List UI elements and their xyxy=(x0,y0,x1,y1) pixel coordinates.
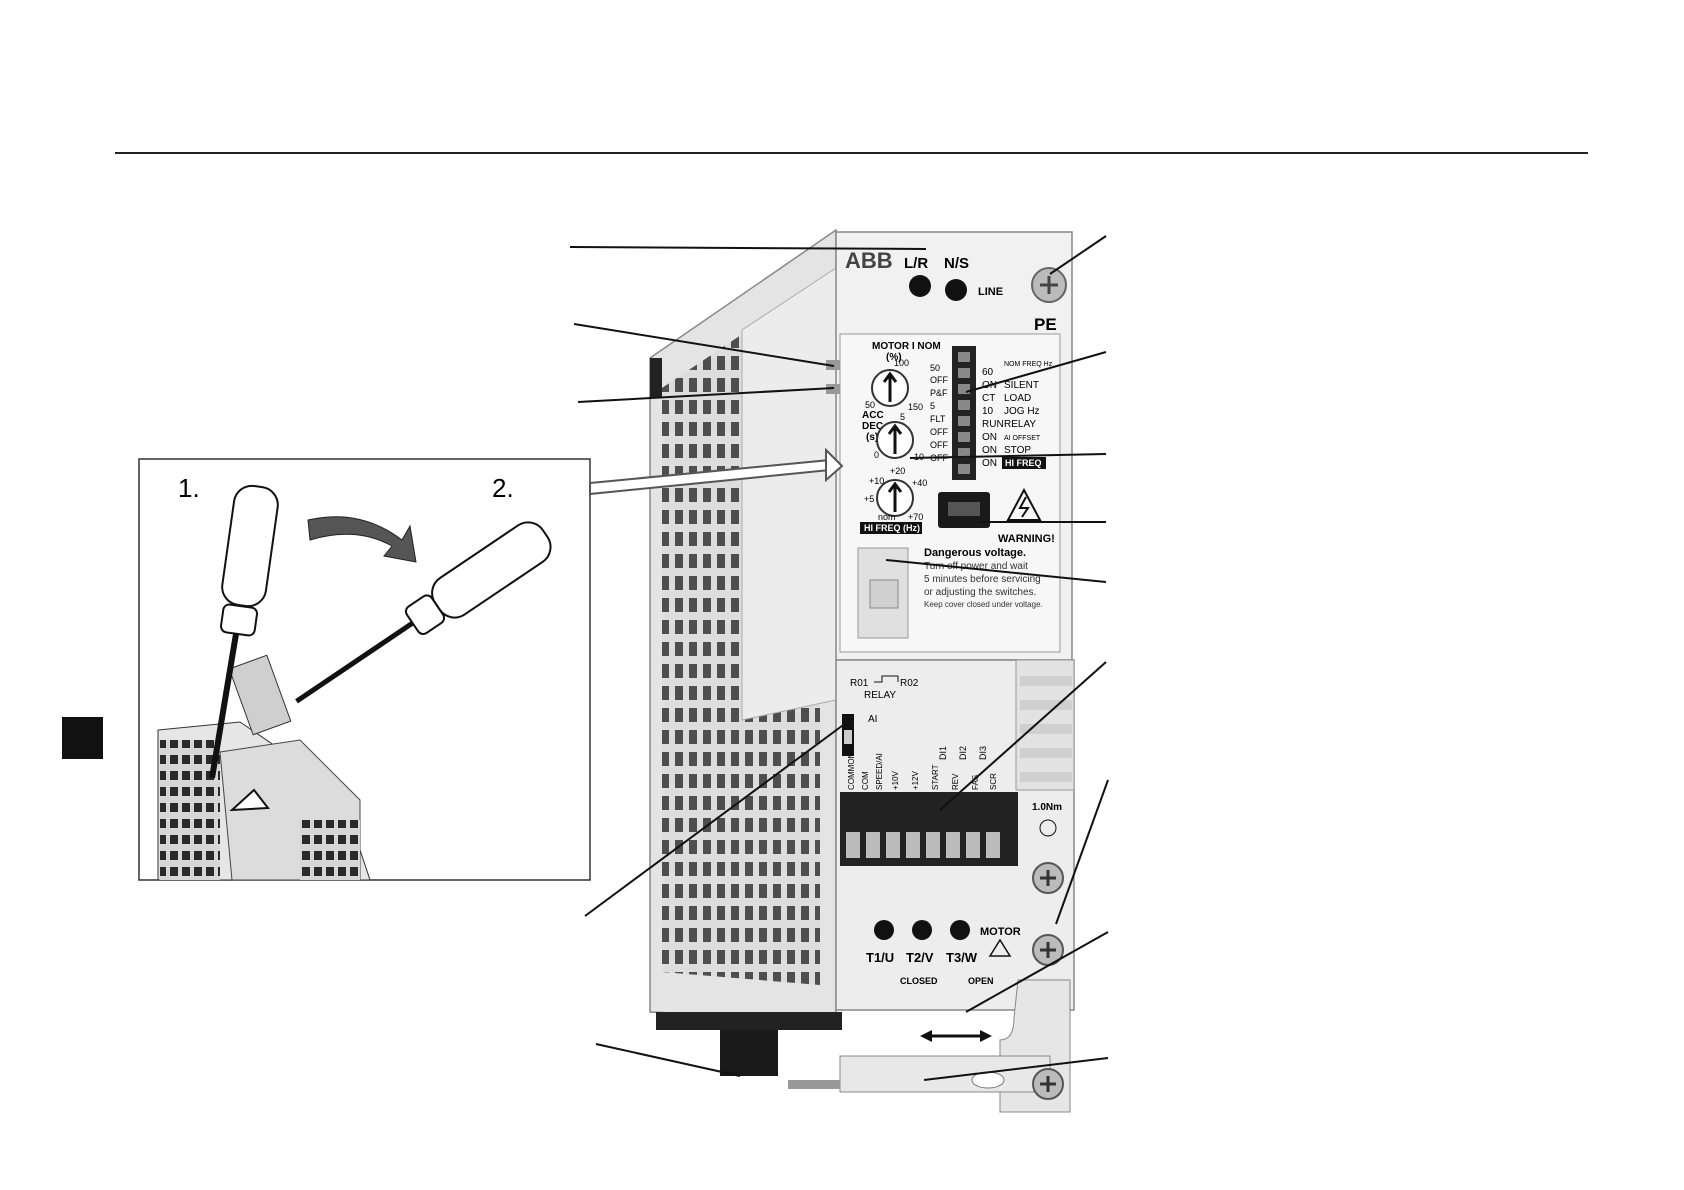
motor-warning-icon xyxy=(988,938,1012,957)
svg-text:STOP: STOP xyxy=(1004,445,1031,456)
svg-text:DI1: DI1 xyxy=(938,746,948,760)
terminal-t2-icon xyxy=(912,920,932,940)
svg-text:LOAD: LOAD xyxy=(1004,393,1031,404)
dip-switch-block xyxy=(952,346,976,480)
inset-warning-icon xyxy=(229,788,270,812)
cable-clamp xyxy=(839,1055,1051,1093)
svg-text:(s): (s) xyxy=(866,432,878,443)
led-ns-label: N/S xyxy=(944,255,969,272)
svg-text:OFF: OFF xyxy=(930,440,948,450)
danger-title: Dangerous voltage. xyxy=(924,547,1026,559)
svg-text:50: 50 xyxy=(930,363,940,373)
screwdriver-1-icon xyxy=(209,484,279,779)
hi-freq-hz-label: HI FREQ (Hz) xyxy=(864,523,920,533)
svg-text:ON: ON xyxy=(982,432,997,443)
svg-text:T3/W: T3/W xyxy=(946,950,978,965)
svg-text:RELAY: RELAY xyxy=(1004,419,1036,430)
inset-cover-latch xyxy=(228,654,292,736)
svg-text:REV: REV xyxy=(951,773,960,790)
svg-text:CLOSED: CLOSED xyxy=(900,976,938,986)
svg-text:Keep cover closed under voltag: Keep cover closed under voltage. xyxy=(924,600,1043,609)
callout-leader-lines xyxy=(569,235,1109,1081)
svg-text:HI FREQ: HI FREQ xyxy=(1005,458,1042,468)
svg-text:5 minutes before servicing: 5 minutes before servicing xyxy=(924,574,1041,585)
svg-text:AI: AI xyxy=(868,714,877,725)
svg-text:FAS: FAS xyxy=(971,775,980,790)
svg-text:10: 10 xyxy=(982,406,994,417)
abb-logo: ABB xyxy=(845,248,893,273)
step-2-label: 2. xyxy=(492,473,514,503)
led-lr-indicator xyxy=(909,275,931,297)
svg-text:CT: CT xyxy=(982,393,995,404)
svg-text:0: 0 xyxy=(874,450,879,460)
svg-text:AI OFFSET: AI OFFSET xyxy=(1004,435,1041,442)
header-rule xyxy=(115,152,1588,154)
terminal-t1-icon xyxy=(874,920,894,940)
svg-text:P&F: P&F xyxy=(930,388,948,398)
svg-text:R02: R02 xyxy=(900,678,919,689)
svg-text:5: 5 xyxy=(900,412,905,422)
svg-text:SILENT: SILENT xyxy=(1004,380,1039,391)
motor-label: MOTOR xyxy=(980,926,1021,938)
top-panel: ABB L/R N/S LINE PE xyxy=(845,248,1067,334)
svg-text:ON: ON xyxy=(982,458,997,469)
svg-text:NOM FREQ Hz: NOM FREQ Hz xyxy=(1004,361,1053,368)
svg-text:SPEED/AI: SPEED/AI xyxy=(875,753,884,790)
torque-label: 1.0Nm xyxy=(1032,802,1062,813)
svg-text:SCR: SCR xyxy=(989,773,998,790)
svg-text:OFF: OFF xyxy=(930,427,948,437)
svg-text:150: 150 xyxy=(908,402,923,412)
chapter-tab-marker xyxy=(62,717,103,759)
rotate-arrow-icon xyxy=(307,516,417,563)
svg-text:60: 60 xyxy=(982,367,994,378)
svg-text:DI3: DI3 xyxy=(978,746,988,760)
svg-text:+20: +20 xyxy=(890,466,905,476)
svg-text:COM: COM xyxy=(861,771,870,790)
svg-text:ACC: ACC xyxy=(862,410,884,421)
svg-text:DEC: DEC xyxy=(862,421,883,432)
svg-text:T1/U: T1/U xyxy=(866,950,894,965)
svg-text:T2/V: T2/V xyxy=(906,950,934,965)
svg-text:(%): (%) xyxy=(886,352,902,363)
warning-label: WARNING! xyxy=(998,533,1055,545)
svg-text:RELAY: RELAY xyxy=(864,690,896,701)
control-panel: MOTOR I NOM (%) 100 50 150 ACC DEC (s) 5… xyxy=(826,333,1061,653)
motor-inom-label: MOTOR I NOM xyxy=(872,341,941,352)
io-section: R01 R02 RELAY AI DI1 DI2 DI3 COMMON COM … xyxy=(788,675,1071,1113)
svg-text:+70: +70 xyxy=(908,512,923,522)
svg-text:OFF: OFF xyxy=(930,375,948,385)
svg-text:OPEN: OPEN xyxy=(968,976,994,986)
svg-text:5: 5 xyxy=(930,401,935,411)
svg-text:+12V: +12V xyxy=(911,770,920,790)
terminal-t3-icon xyxy=(950,920,970,940)
svg-text:START: START xyxy=(931,764,940,790)
screwdriver-2-icon xyxy=(295,521,552,704)
svg-text:+40: +40 xyxy=(912,478,927,488)
led-ns-indicator xyxy=(945,279,967,301)
led-lr-label: L/R xyxy=(904,255,928,272)
svg-text:nom: nom xyxy=(878,512,896,522)
step-1-label: 1. xyxy=(178,473,200,503)
svg-text:+10: +10 xyxy=(869,476,884,486)
svg-text:COMMON: COMMON xyxy=(847,752,856,790)
svg-text:50: 50 xyxy=(865,400,875,410)
svg-text:or adjusting the switches.: or adjusting the switches. xyxy=(924,587,1036,598)
inset-figure: 1. 2. xyxy=(138,458,591,881)
ground-symbol-icon xyxy=(1039,819,1057,837)
warning-triangle-icon xyxy=(1006,487,1042,521)
clamp-bolt xyxy=(788,1080,840,1089)
svg-text:RUN: RUN xyxy=(982,419,1004,430)
svg-text:+5: +5 xyxy=(864,494,874,504)
svg-text:DI2: DI2 xyxy=(958,746,968,760)
svg-text:JOG Hz: JOG Hz xyxy=(1004,406,1040,417)
svg-text:R01: R01 xyxy=(850,678,869,689)
svg-text:ON: ON xyxy=(982,445,997,456)
line-label: LINE xyxy=(978,286,1003,298)
svg-text:FLT: FLT xyxy=(930,414,946,424)
svg-text:+10V: +10V xyxy=(891,770,900,790)
pe-label: PE xyxy=(1034,315,1057,334)
svg-text:Turn off power and wait: Turn off power and wait xyxy=(924,561,1028,572)
svg-text:100: 100 xyxy=(894,358,909,368)
